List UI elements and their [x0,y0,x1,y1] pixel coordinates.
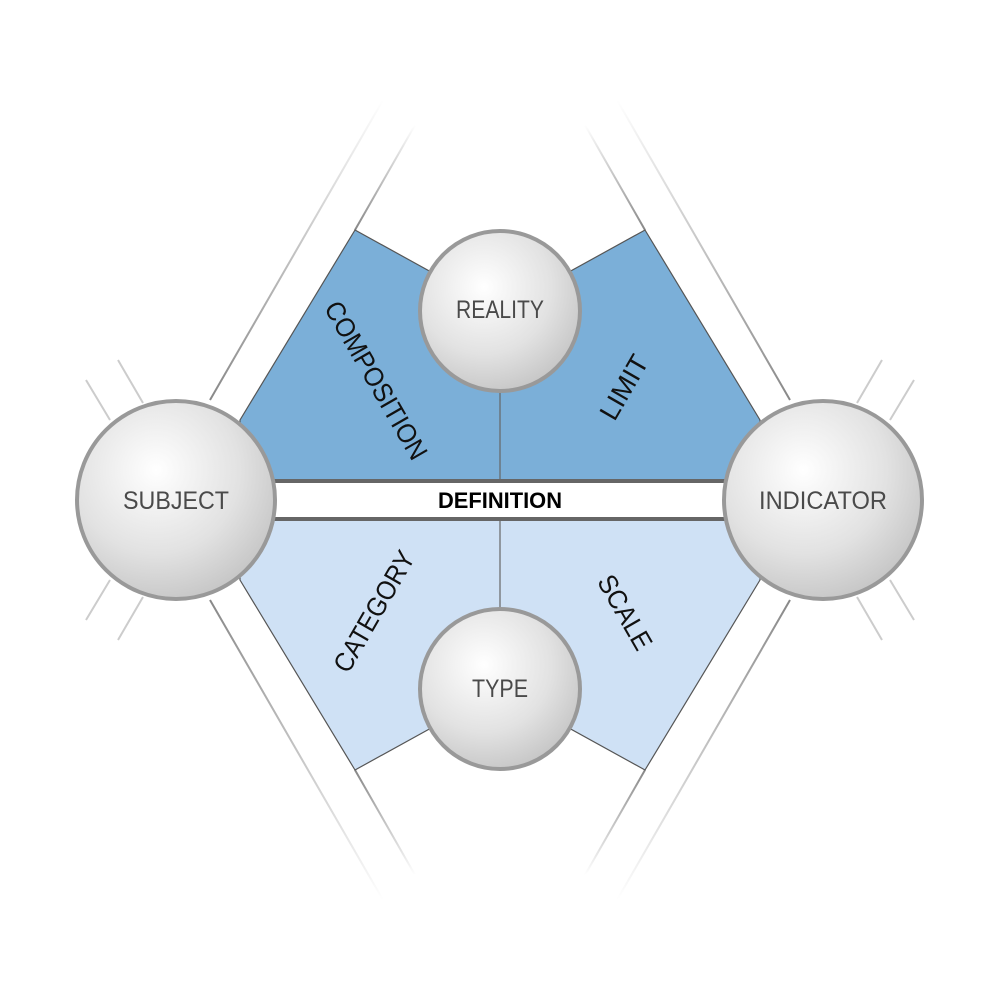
node-reality: REALITY [418,229,582,393]
node-spokes [25,359,975,641]
definition-bar [250,481,750,519]
definition-label: DEFINITION [438,488,562,513]
reality-label: REALITY [456,296,544,324]
node-subject: SUBJECT [75,399,277,601]
indicator-label: INDICATOR [759,487,887,515]
type-label: TYPE [472,675,528,703]
node-type: TYPE [418,607,582,771]
frame-lines [209,99,791,901]
subject-label: SUBJECT [123,487,229,515]
node-indicator: INDICATOR [722,399,924,601]
